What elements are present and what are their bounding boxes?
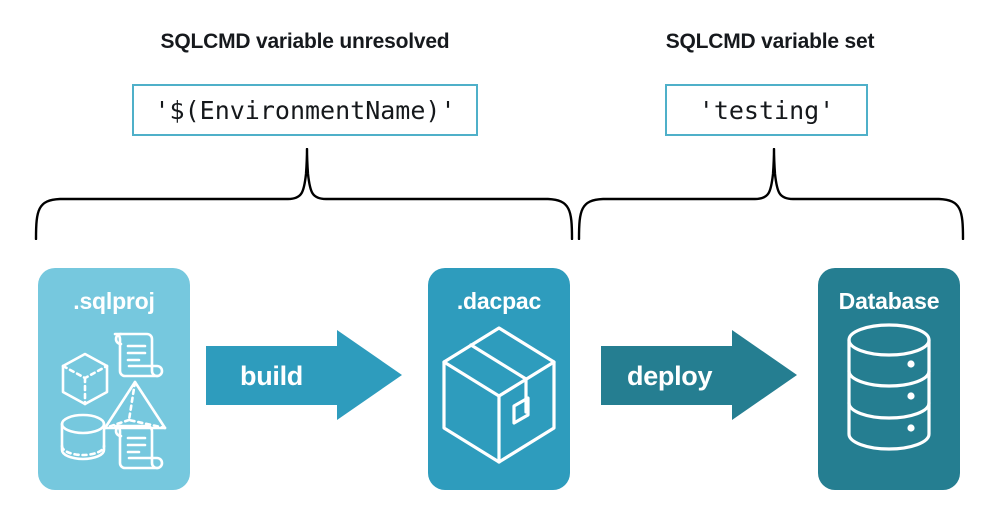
- sqlcmd-value-box-unresolved: '$(EnvironmentName)': [132, 84, 478, 136]
- arrow-deploy-shape: [601, 330, 797, 420]
- arrow-build-shape: [206, 330, 402, 420]
- cylinder-icon: [60, 413, 106, 461]
- stage-panel-sqlproj[interactable]: .sqlproj: [38, 268, 190, 490]
- package-box-icon: [428, 320, 570, 470]
- stage-label-sqlproj: .sqlproj: [73, 288, 155, 314]
- database-cylinder-icon: [818, 320, 960, 456]
- group-heading-set: SQLCMD variable set: [665, 30, 875, 53]
- stage-panel-database[interactable]: Database: [818, 268, 960, 490]
- arrow-build: build: [206, 330, 402, 427]
- stage-label-database: Database: [838, 288, 940, 314]
- arrow-deploy: deploy: [601, 330, 797, 427]
- cube-icon: [61, 352, 109, 406]
- right-brace: [577, 148, 965, 240]
- group-heading-unresolved: SQLCMD variable unresolved: [160, 30, 450, 53]
- script-scroll-icon-bottom: [113, 424, 164, 470]
- left-brace: [34, 148, 574, 240]
- stage-panel-dacpac[interactable]: .dacpac: [428, 268, 570, 490]
- pyramid-icon: [103, 380, 167, 430]
- sqlcmd-value-box-set: 'testing': [665, 84, 868, 136]
- stage-label-dacpac: .dacpac: [456, 288, 542, 314]
- script-scroll-icon-top: [113, 332, 164, 378]
- sql-project-objects-icon: [38, 320, 190, 480]
